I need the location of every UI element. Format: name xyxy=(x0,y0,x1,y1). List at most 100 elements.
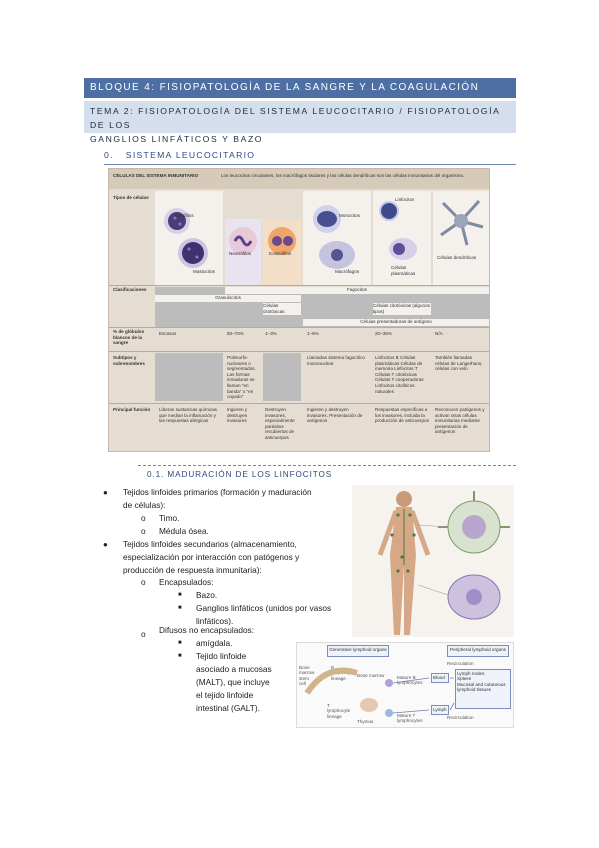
spleen-label: Spleen xyxy=(457,676,472,682)
label-linfocitos: Linfocitos xyxy=(395,197,415,202)
bullet-marker: ● xyxy=(103,488,108,497)
label-monocitos: Monocitos xyxy=(339,213,360,218)
lymphocyte-maturation-figure: Generative lymphoid organs Peripheral ly… xyxy=(296,642,514,728)
pct-monocitos: 1–6% xyxy=(307,331,319,336)
func-monocitos: Ingieren y destruyen invasores. Presenta… xyxy=(307,407,363,424)
pct-linfocitos: 20–35% xyxy=(375,331,392,336)
label-celulas-dendriticas: Células dendríticas xyxy=(437,255,477,260)
func-dendriticas: Reconocen patógenos y activan otras célu… xyxy=(435,407,485,435)
bullet-primarios: Tejidos linfoides primarios (formación y… xyxy=(123,486,343,512)
label-eosinofilos: Eosinófilos xyxy=(269,251,292,256)
tema-line-1: TEMA 2: FISIOPATOLOGÍA DEL SISTEMA LEUCO… xyxy=(90,106,500,130)
immune-cells-table: CÉLULAS DEL SISTEMA INMUNITARIO Los leuc… xyxy=(108,168,490,452)
recirculation-label-bottom: Recirculation xyxy=(447,715,474,720)
grid-line xyxy=(109,285,489,286)
lymphocyte-plasma-cell-image xyxy=(379,201,417,260)
blood-box: Blood xyxy=(431,673,449,683)
lymph-box: Lymph xyxy=(431,705,449,715)
section-01-rule xyxy=(138,465,516,466)
cell-basofilos-panel xyxy=(155,191,223,285)
sub-dendriticas: También llamadas células de Langerhans, … xyxy=(435,355,483,372)
citotoxicas-label: Células citotóxicas xyxy=(263,303,285,314)
sub-monocitos: Llamadas sistema fagocítico mononuclear xyxy=(307,355,365,366)
bullet-primarios-line2: de células): xyxy=(123,500,166,510)
granulocitos-label: Granulocitos xyxy=(215,295,241,300)
row-label-clasificaciones: Clasificaciones xyxy=(113,287,147,292)
row-label-tipos: Tipos de células xyxy=(113,195,149,200)
square-marker: ■ xyxy=(178,605,182,611)
citotoxicas-box: Células citotóxicas xyxy=(263,303,301,315)
tema-header: TEMA 2: FISIOPATOLOGÍA DEL SISTEMA LEUCO… xyxy=(84,101,516,144)
bullet-secundarios-line2: especialización por interacción con pató… xyxy=(123,552,300,562)
bullet-secundarios-line3: producción de respuesta inmunitaria): xyxy=(123,565,262,575)
bullet-marker: ● xyxy=(103,540,108,549)
citotoxicas-algunos-box: Células citotóxicas (algunos tipos) xyxy=(373,303,431,315)
mature-b-label: Mature B lymphocytes xyxy=(397,675,423,686)
monocyte-macrophage-image xyxy=(313,205,355,269)
item-ganglios: Ganglios linfáticos (unidos por vasos li… xyxy=(196,602,346,628)
bullet-primarios-line1: Tejidos linfoides primarios (formación y… xyxy=(123,487,312,497)
label-celulas-plasmaticas: Células plasmáticas xyxy=(391,265,416,276)
cell-linfocitos-panel xyxy=(373,191,431,285)
label-macrofagos: Macrófagos xyxy=(335,269,360,274)
basophil-mast-cell-image xyxy=(164,208,208,268)
square-marker: ■ xyxy=(178,592,182,598)
presentadoras-bar: Células presentadoras de antígeno xyxy=(303,319,489,326)
label-basofilos: Basófilos xyxy=(175,213,194,218)
pct-neutrofilos: 50–70% xyxy=(227,331,244,336)
square-marker: ■ xyxy=(178,640,182,646)
neutrophil-image xyxy=(229,227,257,255)
func-neutrofilos: Ingieren y destruyen invasores xyxy=(227,407,248,424)
bloque-header: BLOQUE 4: FISIOPATOLOGÍA DE LA SANGRE Y … xyxy=(84,78,516,98)
grid-line xyxy=(109,351,489,352)
section-0-title: 0.SISTEMA LEUCOCITARIO xyxy=(104,150,255,160)
func-eosinofilos: Destruyen invasores, especialmente parás… xyxy=(265,407,295,440)
generative-organs-box: Generative lymphoid organs xyxy=(327,645,389,657)
fagocitos-label: Fagocitos xyxy=(347,287,367,292)
row-label-porcentaje: % de glóbulos blancos de la sangre xyxy=(113,329,145,346)
item-malt-line3: (MALT), que incluye xyxy=(196,677,270,687)
pct-dendriticas: N/A xyxy=(435,331,443,336)
item-malt-line1: Tejido linfoide xyxy=(196,651,247,661)
subitem-marker: o xyxy=(141,513,146,523)
section-0-number: 0. xyxy=(104,150,114,160)
item-timo: Timo. xyxy=(159,513,180,523)
fagocitos-bar: Fagocitos xyxy=(225,287,489,294)
section-01-title: 0.1. MADURACIÓN DE LOS LINFOCITOS xyxy=(147,470,333,479)
pct-basofilos: Escasos xyxy=(159,331,177,336)
generative-label: Generative lymphoid organs xyxy=(329,647,387,652)
lymphatic-body-illustration xyxy=(352,485,514,637)
table-header-band xyxy=(109,169,489,189)
cell-monocitos-panel xyxy=(303,191,371,285)
label-neutrofilos: Neutrófilos xyxy=(229,251,251,256)
sub-linfocitos: Linfocitos B Células plasmáticas Células… xyxy=(375,355,424,394)
bullet-secundarios: Tejidos linfoides secundarios (almacenam… xyxy=(123,538,343,577)
subtipos-basofilos-empty xyxy=(155,353,223,401)
item-malt: Tejido linfoide asociado a mucosas (MALT… xyxy=(196,650,292,715)
subitem-marker: o xyxy=(141,629,146,639)
item-amigdala: amígdala. xyxy=(196,638,233,648)
item-encapsulados: Encapsulados: xyxy=(159,577,214,587)
table-head-left: CÉLULAS DEL SISTEMA INMUNITARIO xyxy=(113,173,199,178)
citotoxicas-algunos-label: Células citotóxicas (algunos tipos) xyxy=(373,303,430,314)
subitem-marker: o xyxy=(141,526,146,536)
maturation-arrows xyxy=(304,667,455,717)
item-ganglios-line2: linfáticos). xyxy=(196,616,234,626)
item-bazo: Bazo. xyxy=(196,590,218,600)
lymph-nodes-label: Lymph nodes xyxy=(457,671,485,676)
item-malt-line2: asociado a mucosas xyxy=(196,664,272,674)
tema-line-2: GANGLIOS LINFÁTICOS Y BAZO xyxy=(90,134,264,144)
sub-neutrofilos: Polimorfo-nucleares o segmentados. Las f… xyxy=(227,355,256,400)
row-label-subtipos: Subtipos y sobrenombres xyxy=(113,355,145,366)
recirculation-label-top: Recirculation xyxy=(447,661,474,666)
t-lineage-label: T lymphocyte lineage xyxy=(327,703,351,719)
pct-eosinofilos: 1–3% xyxy=(265,331,277,336)
mucosal-label: Mucosal and cutaneous lymphoid tissues xyxy=(457,681,506,693)
cell-neutrofilos-panel xyxy=(225,219,261,285)
dendritic-cell-image xyxy=(440,199,484,246)
bullet-secundarios-line1: Tejidos linfoides secundarios (almacenam… xyxy=(123,539,297,549)
lymph-label: Lymph xyxy=(433,707,447,712)
cell-eosinofilos-panel xyxy=(263,219,301,285)
stem-cell-label: Bone marrow stem cell xyxy=(299,665,315,687)
func-basofilos: Liberan sustancias químicas que median l… xyxy=(159,407,217,424)
